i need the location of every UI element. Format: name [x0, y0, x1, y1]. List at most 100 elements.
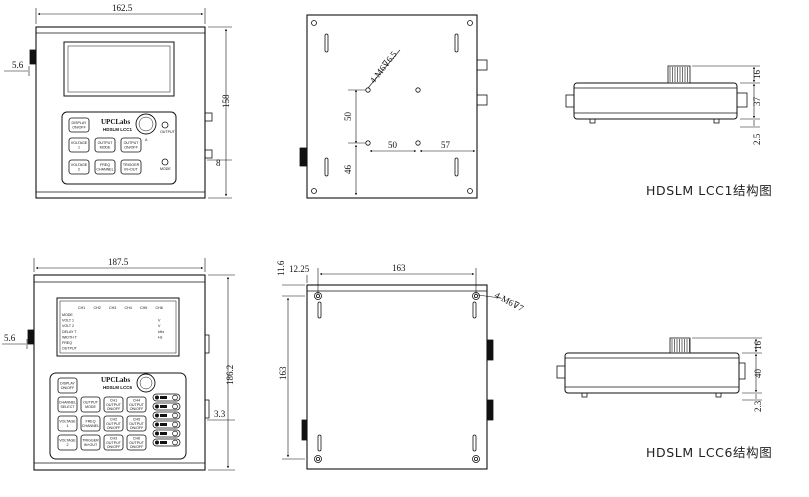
lcc6-channel-keys	[152, 393, 181, 447]
lcc1-key-2-label: OUTPUT	[98, 141, 114, 145]
lcc1-front-view	[29, 26, 213, 199]
lcc6-key-4-frame	[126, 396, 147, 413]
lcc6-key-1-label: CHANNEL	[59, 401, 76, 405]
lcc6-channel-key[interactable]	[152, 438, 181, 447]
lcc6-hole-spec: 4-M6⊽7	[493, 290, 526, 314]
lcc6-lcd-channel: CH1	[78, 306, 85, 310]
lcc6-key-2-label: OUTPUT	[83, 401, 99, 405]
lcc1-key-0-label: DISPLAY	[72, 121, 88, 125]
lcc1-h50-dim: 50	[388, 140, 398, 150]
lcc6-button-grid: DISPLAYON/OFFCHANNELSELECTOUTPUTMODECH1O…	[57, 377, 147, 451]
lcc1-brand: UPCLabs	[101, 118, 130, 126]
lcc1-key-4-label: VOLTAGE	[71, 163, 88, 167]
lcc1-key-1-frame	[68, 137, 90, 153]
lcc6-key-0-label: DISPLAY	[60, 382, 76, 386]
lcc6-channel-key[interactable]	[152, 420, 181, 429]
lcc1-key-1-label: VOLTAGE	[71, 141, 88, 145]
lcc1-width-dim: 162.5	[112, 3, 133, 13]
lcc6-key-4-label: CH4	[133, 399, 140, 403]
lcc1-knob-label: A	[145, 138, 148, 142]
lcc6-lcd-row: VOLT 1	[62, 319, 74, 323]
lcc6-key-9-label: VOLTAGE	[59, 439, 76, 443]
lcc6-lcd-channel: CH3	[109, 306, 116, 310]
lcc6-key-8-label: ON/OFF	[130, 426, 144, 430]
lcc6-key-10-label: TRIGGER	[82, 439, 99, 443]
lcc6-key-4-label: ON/OFF	[130, 407, 144, 411]
lcc6-lcd-unit: Hz	[158, 335, 163, 339]
lcc6-key-3-label: ON/OFF	[107, 407, 121, 411]
lcc1-caption: HDSLM LCC1结构图	[646, 183, 773, 198]
lcc6-lcd-unit: V	[158, 319, 161, 323]
lcc6-channel-key[interactable]	[152, 429, 181, 438]
lcc1-key-5-label: FREQ	[100, 163, 110, 167]
lcc6-key-8-frame	[126, 415, 147, 432]
lcc6-key-12-frame	[126, 434, 147, 451]
lcc1-side-offset-dim: 5.6	[12, 60, 24, 70]
lcc1-key-3-label: OUTPUT	[124, 141, 140, 145]
lcc6-height-dim: 186.2	[225, 365, 235, 385]
lcc6-key-0-frame	[57, 377, 78, 394]
lcc1-back-view	[299, 14, 488, 199]
lcc6-lcd-row: OUTPUT	[62, 347, 78, 351]
lcc6-hole-pitch-dim: 163	[392, 263, 406, 273]
lcc6-lcd-unit: V	[158, 324, 161, 328]
lcc1-key-5-frame	[94, 159, 116, 175]
lcc1-key-2-frame	[94, 137, 116, 153]
lcc6-channel-key[interactable]	[152, 402, 181, 411]
lcc6-front-view	[27, 274, 210, 471]
lcc6-key-10-label: IN+OUT	[84, 443, 98, 447]
lcc6-key-7-frame	[103, 415, 124, 432]
lcc1-v50-dim: 50	[343, 112, 353, 122]
lcc1-height-dim: 158	[221, 94, 231, 108]
lcc1-hole-spec: 4-M6⊽6.5	[368, 49, 399, 85]
lcc6-key-11-frame	[103, 434, 124, 451]
lcc6-side-23: 2.3	[753, 400, 763, 412]
lcc6-bottom-offset-dim: 3.3	[214, 409, 226, 419]
lcc6-side-offset-dim: 5.6	[4, 333, 16, 343]
lcc6-key-7-label: CH2	[110, 418, 117, 422]
lcc6-key-11-label: ON/OFF	[107, 445, 121, 449]
lcc6-channel-key[interactable]	[152, 393, 181, 402]
lcc6-lcd-row: MODE	[62, 313, 73, 317]
lcc6-key-9-label: 2	[67, 443, 69, 447]
lcc6-channel-key[interactable]	[152, 411, 181, 420]
lcc6-lcd-channel: CH2	[94, 306, 101, 310]
lcc6-side-40: 40	[753, 369, 763, 379]
lcc1-bottom-offset-dim: 8	[216, 158, 221, 168]
lcc6-key-8-label: OUTPUT	[129, 422, 145, 426]
lcc1-side-16: 16	[752, 70, 762, 80]
lcc1-mode-label: MODE	[160, 167, 171, 171]
lcc6-key-6-label: CHANNEL	[82, 424, 99, 428]
lcc6-side-16: 16	[753, 341, 763, 351]
lcc6-side-view	[556, 337, 746, 398]
lcc1-key-0-frame	[68, 117, 90, 133]
lcc6-brand: UPCLabs	[101, 376, 130, 384]
lcc1-model: HDSLM LCC1	[103, 127, 132, 132]
lcc1-key-3-label: ON/OFF	[124, 145, 138, 149]
lcc6-key-6-frame	[80, 415, 101, 432]
lcc1-key-1-label: 1	[78, 145, 80, 149]
lcc6-width-dim: 187.5	[108, 257, 129, 267]
lcc6-top-left-dim: 12.25	[289, 264, 310, 274]
